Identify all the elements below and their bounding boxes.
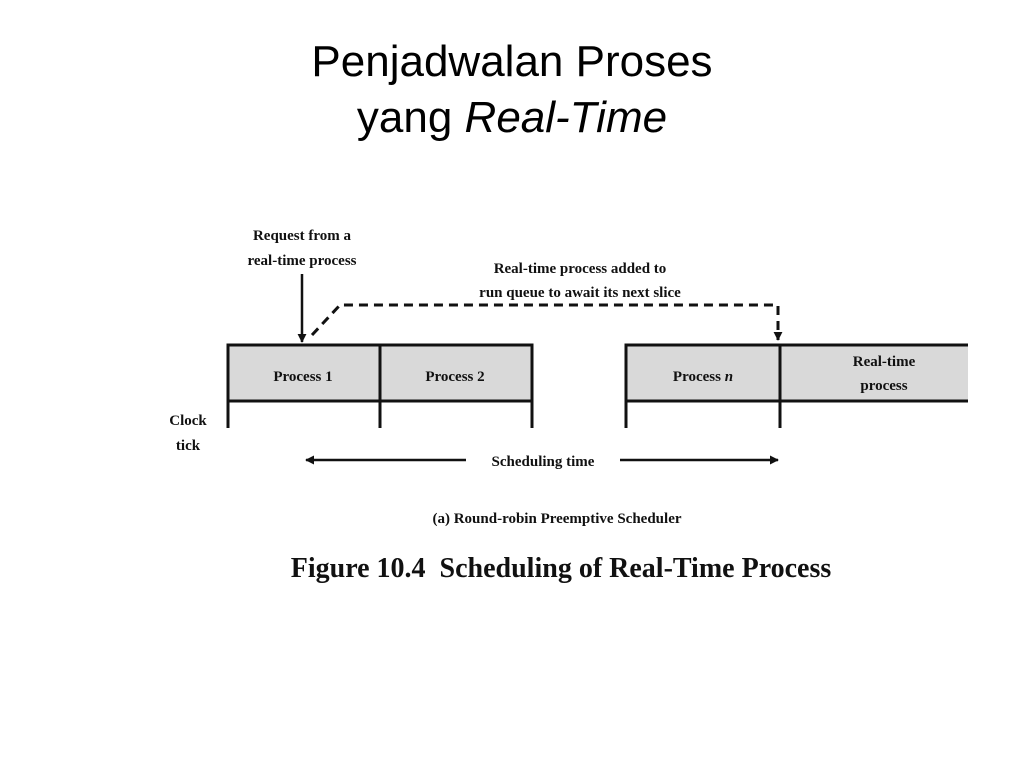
process-n-box: [624, 343, 782, 403]
dashed-queue-arrow: [310, 303, 783, 341]
process-n-prefix: Process: [673, 369, 725, 385]
request-label-line2: real-time process: [248, 253, 357, 269]
realtime-process-box: [778, 343, 968, 403]
figure-caption: Figure 10.4 Scheduling of Real-Time Proc…: [291, 553, 832, 584]
added-label-line2: run queue to await its next slice: [479, 285, 681, 301]
realtime-process-label-line2: process: [860, 378, 907, 394]
request-label-line1: Request from a: [253, 228, 352, 244]
slide-title: Penjadwalan Proses yang Real-Time: [0, 34, 1024, 146]
scheduling-time-label: Scheduling time: [492, 454, 595, 470]
clock-label-line2: tick: [176, 438, 201, 454]
process-n-italic: n: [725, 369, 733, 385]
slide-title-line2-plain: yang: [356, 93, 465, 142]
process-1-label: Process 1: [273, 369, 332, 385]
process-2-label: Process 2: [425, 369, 484, 385]
slide-title-line2-italic: Real-Time: [464, 93, 668, 142]
diagram-subcaption: (a) Round-robin Preemptive Scheduler: [432, 511, 681, 527]
slide-title-line2: yang Real-Time: [0, 90, 1024, 146]
clock-label-line1: Clock: [169, 413, 207, 429]
realtime-process-label-line1: Real-time: [853, 354, 916, 370]
process-2-box: [378, 343, 534, 403]
process-n-label: Process n: [673, 369, 733, 385]
added-label-line1: Real-time process added to: [494, 261, 667, 277]
slide-title-line1: Penjadwalan Proses: [311, 37, 713, 86]
